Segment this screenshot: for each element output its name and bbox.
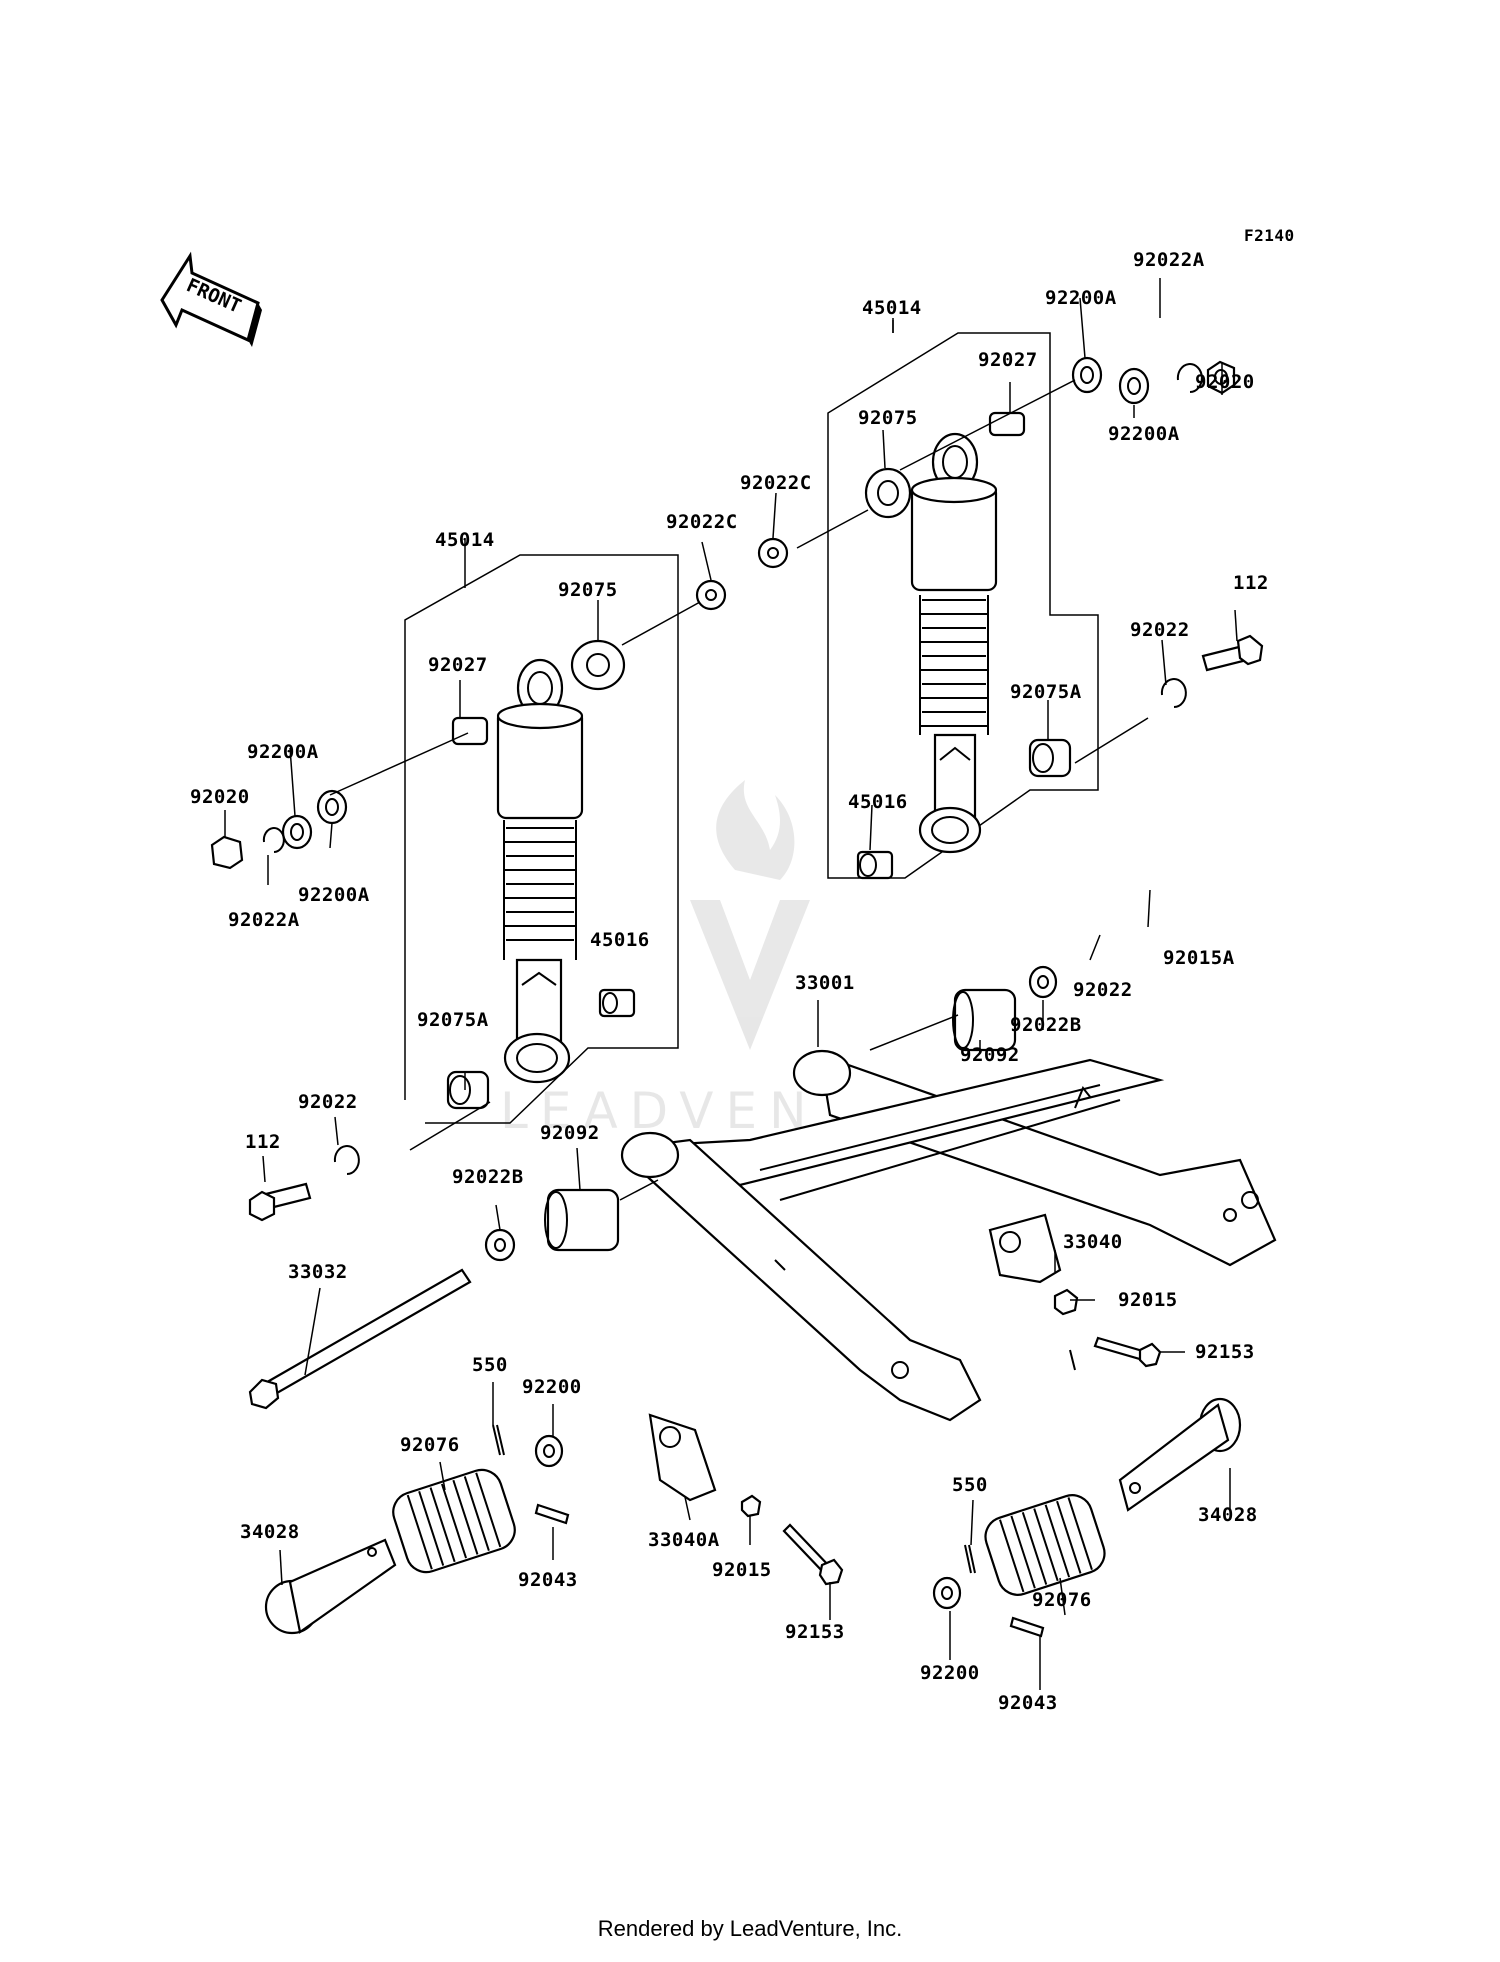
part-label-92020: 92020: [1195, 371, 1255, 393]
part-label-33001: 33001: [795, 972, 855, 994]
part-label-92200A: 92200A: [1108, 423, 1180, 445]
part-label-92153: 92153: [785, 1621, 845, 1643]
part-label-92075A: 92075A: [1010, 681, 1082, 703]
part-label-33032: 33032: [288, 1261, 348, 1283]
left-footrest: [264, 1424, 570, 1635]
part-label-92022A: 92022A: [228, 909, 300, 931]
part-label-92022B: 92022B: [1010, 1014, 1082, 1036]
part-label-92015A: 92015A: [1163, 947, 1235, 969]
part-label-92200A: 92200A: [1045, 287, 1117, 309]
left-shock-absorber: [496, 658, 584, 1084]
part-label-92200: 92200: [522, 1376, 582, 1398]
part-label-92027: 92027: [978, 349, 1038, 371]
part-label-34028: 34028: [1198, 1504, 1258, 1526]
left-shock-bracket: [404, 554, 679, 1124]
right-shock-hardware: [757, 356, 1264, 880]
part-label-92022: 92022: [1130, 619, 1190, 641]
part-label-92076: 92076: [1032, 1589, 1092, 1611]
part-label-92022: 92022: [1073, 979, 1133, 1001]
part-label-45016: 45016: [848, 791, 908, 813]
part-label-45016: 45016: [590, 929, 650, 951]
left-shock-hardware: [210, 579, 727, 1222]
part-label-112: 112: [1233, 572, 1269, 594]
part-label-33040: 33040: [1063, 1231, 1123, 1253]
swing-arm: [620, 1049, 1277, 1422]
part-label-33040A: 33040A: [648, 1529, 720, 1551]
part-label-550: 550: [472, 1354, 508, 1376]
part-label-92043: 92043: [518, 1569, 578, 1591]
part-label-92027: 92027: [428, 654, 488, 676]
part-label-92200: 92200: [920, 1662, 980, 1684]
part-label-92075A: 92075A: [417, 1009, 489, 1031]
front-arrow-icon: FRONT: [160, 251, 262, 347]
part-label-92022C: 92022C: [666, 511, 738, 533]
part-label-92020: 92020: [190, 786, 250, 808]
part-label-92200A: 92200A: [298, 884, 370, 906]
part-label-92075: 92075: [558, 579, 618, 601]
part-label-34028: 34028: [240, 1521, 300, 1543]
swing-arm-pivot-shaft: [248, 1268, 472, 1410]
part-label-92022B: 92022B: [452, 1166, 524, 1188]
part-label-92092: 92092: [540, 1122, 600, 1144]
part-label-92015: 92015: [1118, 1289, 1178, 1311]
swing-arm-bushings: [484, 965, 1058, 1262]
right-footrest: [932, 1397, 1242, 1638]
part-label-550: 550: [952, 1474, 988, 1496]
part-label-112: 112: [245, 1131, 281, 1153]
part-label-92076: 92076: [400, 1434, 460, 1456]
figure-code: F2140: [1244, 226, 1295, 245]
part-label-92153: 92153: [1195, 1341, 1255, 1363]
part-label-92043: 92043: [998, 1692, 1058, 1714]
part-label-92022: 92022: [298, 1091, 358, 1113]
leader-lines: [224, 278, 1238, 1690]
part-label-45014: 45014: [862, 297, 922, 319]
part-label-92022C: 92022C: [740, 472, 812, 494]
right-shock-absorber: [910, 432, 998, 854]
part-label-92092: 92092: [960, 1044, 1020, 1066]
part-label-45014: 45014: [435, 529, 495, 551]
part-label-92200A: 92200A: [247, 741, 319, 763]
rendered-by-footer: Rendered by LeadVenture, Inc.: [597, 1916, 903, 1941]
part-label-92015: 92015: [712, 1559, 772, 1581]
chain-adjusters: [648, 1213, 1162, 1586]
part-label-92075: 92075: [858, 407, 918, 429]
part-label-92022A: 92022A: [1133, 249, 1205, 271]
